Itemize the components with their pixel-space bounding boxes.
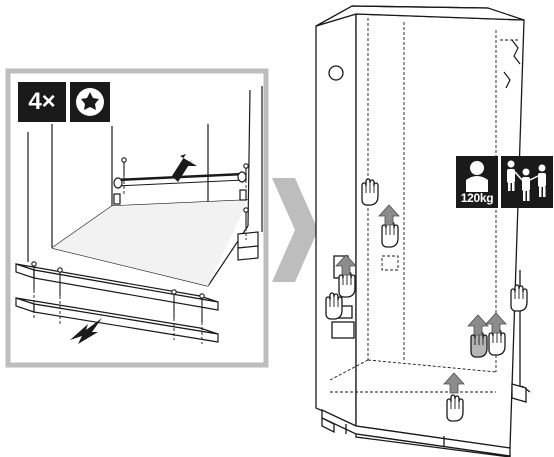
plank-back (238, 232, 258, 260)
weight-badge: 120kg (456, 156, 498, 208)
screw-count-label: 4× (28, 88, 55, 116)
cabinet-3d (316, 6, 530, 457)
weight-label: 120kg (461, 191, 494, 205)
screw-count-badge: 4× (18, 82, 66, 122)
torx-badge (70, 82, 110, 122)
right-chevron-arrow-icon (272, 178, 318, 282)
